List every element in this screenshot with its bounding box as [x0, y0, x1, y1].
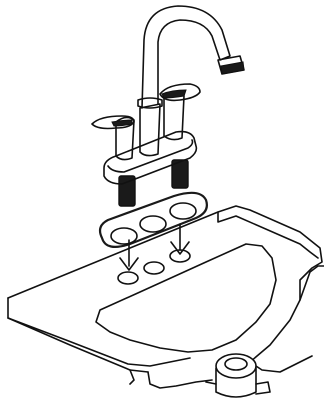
sink-underside [148, 372, 212, 388]
mounting-arrows [120, 224, 189, 270]
sink-underside-2 [130, 370, 134, 384]
sink-hole-left [118, 272, 138, 284]
sink-hole-right [170, 250, 190, 262]
gasket-hole-left [111, 228, 137, 244]
faucet-spout [142, 6, 230, 108]
faucet-handle-right-dark [162, 90, 186, 98]
faucet [92, 6, 244, 206]
arrow-right [171, 224, 189, 254]
sink-underside-3 [250, 356, 312, 372]
faucet-aerator-band [221, 62, 244, 74]
gasket-hole-center [140, 216, 166, 232]
faucet-body [140, 104, 160, 156]
sink-basin [8, 206, 324, 397]
sink-hole-center [144, 262, 164, 274]
gasket-hole-right [170, 203, 196, 219]
sink-right-skirt [300, 266, 324, 300]
